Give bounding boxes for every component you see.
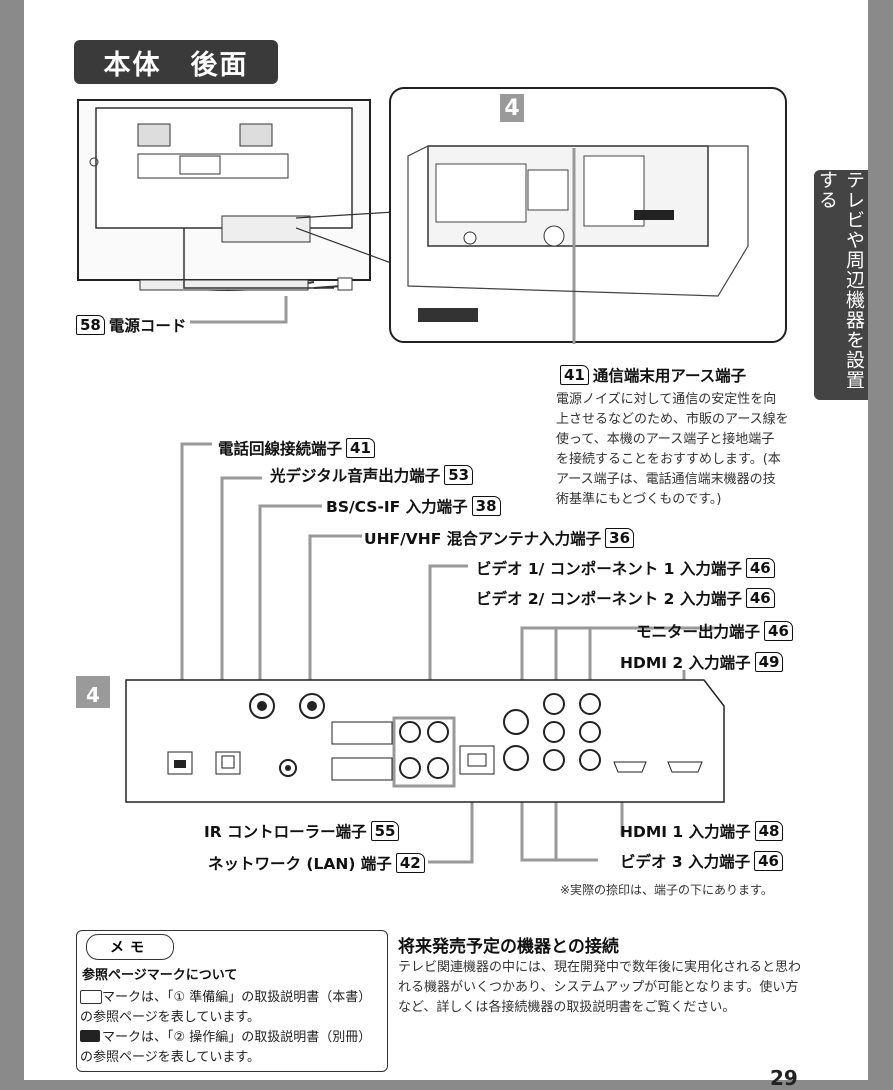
section-marker-bottom: 4 bbox=[86, 683, 100, 707]
future-devices-body: テレビ関連機器の中には、現在開発中で数年後に実用化されると思われる機器がいくつか… bbox=[398, 960, 802, 1015]
memo-line-3: マークは、「② 操作編」の取扱説明書（別冊） bbox=[102, 1030, 372, 1045]
magnify-connector bbox=[296, 211, 395, 265]
earth-terminal-text: 通信端末用アース端子 bbox=[592, 367, 747, 385]
chapter-side-tab: テレビや周辺機器を設置する bbox=[814, 170, 868, 400]
tv-rear-illustration bbox=[77, 99, 371, 291]
open-book-icon bbox=[80, 990, 102, 1004]
marking-note: ※実際の捺印は、端子の下にあります。 bbox=[560, 883, 773, 897]
power-cord-label: 58 電源コード bbox=[76, 314, 186, 336]
power-cord-text: 電源コード bbox=[108, 317, 187, 335]
memo-heading: 参照ページマークについて bbox=[82, 968, 238, 983]
rear-panel-diagram bbox=[76, 676, 725, 803]
memo-line-1: マークは、「① 準備編」の取扱説明書（本書） bbox=[102, 990, 372, 1005]
memo-line-2: の参照ページを表しています。 bbox=[80, 1010, 261, 1025]
earth-terminal-description: 電源ノイズに対して通信の安定性を向 上させるなどのため、市販のアース線を 使って… bbox=[556, 392, 789, 507]
earth-terminal-ref: 41 bbox=[560, 365, 589, 385]
page-number: 29 bbox=[770, 1066, 798, 1090]
power-cord-leader bbox=[190, 296, 288, 324]
memo-line-4: の参照ページを表しています。 bbox=[80, 1050, 261, 1065]
future-devices-title: 将来発売予定の機器との接続 bbox=[398, 937, 619, 957]
section-marker-top: 4 bbox=[504, 95, 520, 121]
page-heading: 本体 後面 bbox=[74, 40, 278, 84]
closed-book-icon bbox=[80, 1030, 100, 1042]
power-cord-ref: 58 bbox=[76, 315, 105, 335]
memo-box bbox=[76, 930, 388, 1072]
magnified-rear-view bbox=[389, 87, 787, 344]
earth-terminal-label: 41 通信端末用アース端子 bbox=[560, 364, 746, 386]
memo-tag: メモ bbox=[86, 934, 174, 960]
